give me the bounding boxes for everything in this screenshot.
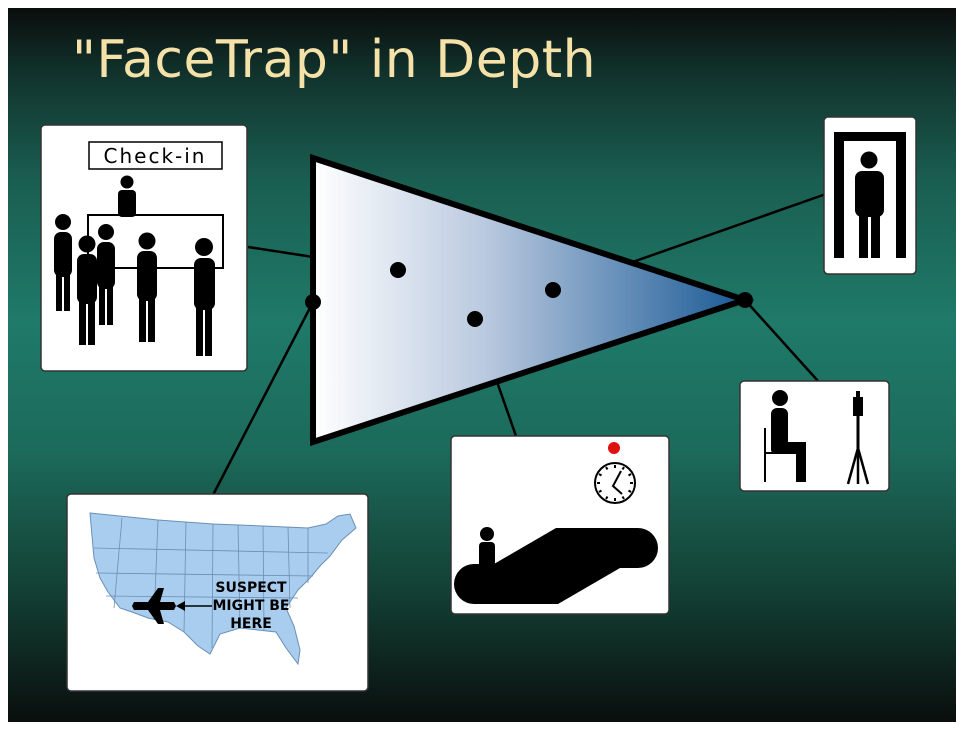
state-borders	[93, 517, 329, 649]
slide-title: "FaceTrap" in Depth	[72, 30, 597, 90]
walk-through-metal-detector-icon	[834, 132, 906, 258]
node-map	[305, 294, 321, 310]
facetrap-diagram: Check-in	[40, 116, 917, 692]
connector-map	[211, 301, 315, 496]
node-escalator	[467, 311, 483, 327]
slide: "FaceTrap" in Depth	[8, 8, 956, 722]
node-detector	[545, 282, 561, 298]
clock-icon	[594, 462, 636, 504]
escalator-panel	[450, 435, 670, 615]
checkin-panel: Check-in	[40, 124, 248, 372]
map-panel: SUSPECT MIGHT BE HERE	[66, 493, 369, 692]
checkin-label: Check-in	[104, 144, 207, 168]
map-caption-line-2: MIGHT BE	[212, 598, 289, 614]
arrow-left-icon	[176, 601, 212, 611]
standing-person-icon	[855, 151, 884, 258]
map-caption-line-1: SUSPECT	[215, 580, 287, 596]
camera-on-tripod-icon	[846, 391, 870, 485]
escalator-icon	[454, 528, 658, 604]
connection-nodes	[305, 262, 753, 327]
seated-camera-panel	[739, 380, 890, 492]
node-checkin	[390, 262, 406, 278]
map-caption-line-3: HERE	[230, 616, 272, 632]
agent-icon	[118, 175, 136, 217]
people-silhouette-icon	[54, 214, 215, 356]
airplane-icon	[132, 588, 176, 624]
escalator-rider-icon	[479, 527, 495, 568]
connector-seated	[744, 299, 819, 382]
node-apex	[737, 292, 753, 308]
alarm-dot-icon	[608, 442, 620, 454]
checkin-sign	[88, 141, 223, 170]
funnel-triangle	[310, 153, 755, 447]
seated-person-icon	[771, 390, 806, 482]
metal-detector-panel	[823, 116, 917, 275]
